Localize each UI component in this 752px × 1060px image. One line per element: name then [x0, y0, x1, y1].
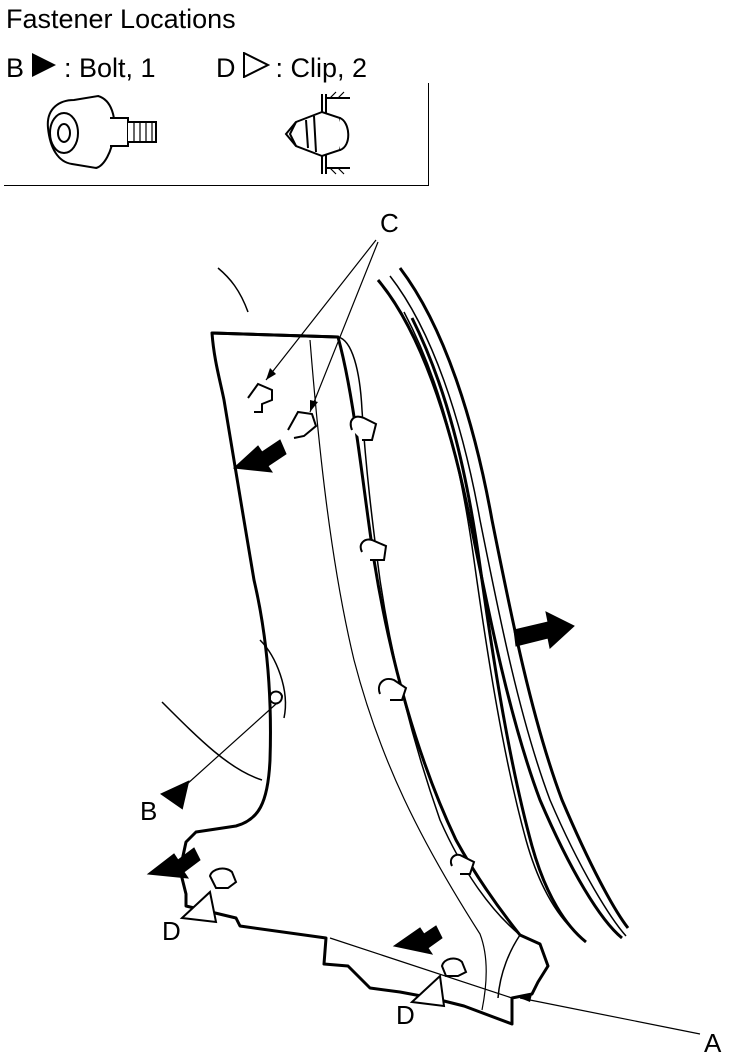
clip-parts: [208, 867, 468, 977]
callout-a: A: [704, 1028, 722, 1058]
removal-arrows: [146, 439, 575, 955]
removal-arrow-4: [392, 925, 443, 955]
clip-illustration: [284, 91, 350, 175]
callout-c: C: [380, 208, 399, 238]
legend-box: [4, 83, 429, 186]
body-curve: [161, 639, 287, 781]
legend-bolt-text: : Bolt, 1: [64, 53, 156, 83]
diagram-title: Fastener Locations: [6, 4, 236, 34]
legend-clip-text: : Clip, 2: [275, 53, 368, 83]
weatherstrip-curves: [376, 267, 630, 944]
bolt-marker-b: [160, 780, 190, 810]
bolt-illustration: [46, 94, 157, 170]
callout-d-left: D: [162, 916, 181, 946]
callout-d-bottom: D: [396, 1000, 415, 1030]
outline-triangle-icon: [242, 51, 270, 85]
clip-marker-d2: [409, 973, 446, 1008]
clip-marker-d1: [179, 890, 218, 924]
clip-tab-c2: [287, 410, 318, 439]
leader-arrowheads: [266, 368, 532, 1002]
removal-arrow-2: [513, 611, 575, 649]
legend-clip-letter: D: [216, 53, 236, 83]
trim-clip-tabs: [247, 382, 476, 875]
clip-tab-c1: [247, 382, 273, 413]
callout-b: B: [140, 796, 157, 826]
filled-triangle-icon: [30, 52, 58, 85]
clip-part-d1: [208, 867, 238, 889]
legend-clip: D : Clip, 2: [216, 51, 368, 85]
callout-leaders: [175, 239, 701, 1035]
legend-bolt: B : Bolt, 1: [6, 52, 156, 85]
legend-bolt-letter: B: [6, 53, 25, 83]
removal-arrow-1: [232, 439, 287, 473]
clip-part-d2: [440, 957, 468, 977]
removal-arrow-3: [146, 847, 201, 879]
